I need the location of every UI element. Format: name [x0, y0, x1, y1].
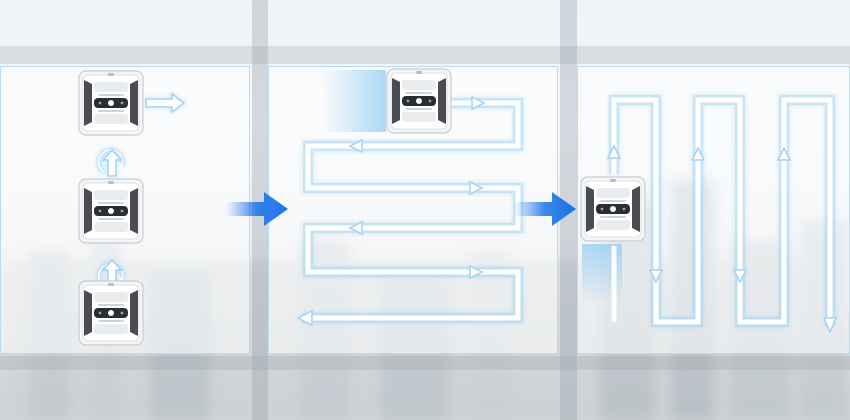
hollow-arrow-icon — [145, 92, 186, 114]
hollow-arrow-icon — [348, 220, 363, 236]
horizontal-zigzag-path — [302, 98, 523, 323]
window-cleaning-robot-icon — [78, 178, 144, 244]
hollow-arrow-icon — [690, 146, 706, 161]
hollow-arrow-icon — [822, 317, 838, 334]
hollow-arrow-icon — [101, 148, 123, 177]
hollow-arrow-icon — [648, 269, 664, 284]
right-arrow-icon — [226, 192, 288, 226]
hollow-arrow-icon — [732, 269, 748, 284]
hollow-arrow-icon — [606, 144, 622, 159]
vertical-zigzag-path — [609, 95, 835, 327]
hollow-arrow-icon — [469, 264, 484, 280]
window-cleaning-robot-icon — [78, 280, 144, 346]
window-cleaning-robot-icon — [386, 68, 452, 134]
hollow-arrow-icon — [296, 309, 313, 327]
hollow-arrow-icon — [469, 180, 484, 196]
window-cleaning-robot-icon — [78, 70, 144, 136]
hollow-arrow-icon — [471, 95, 486, 111]
hollow-arrow-icon — [776, 146, 792, 161]
hollow-arrow-icon — [348, 138, 363, 154]
right-arrow-icon — [514, 192, 576, 226]
cleaned-trail — [322, 70, 386, 132]
window-cleaning-robot-icon — [580, 176, 646, 242]
window-transom — [0, 46, 850, 64]
window-transom — [0, 356, 850, 370]
